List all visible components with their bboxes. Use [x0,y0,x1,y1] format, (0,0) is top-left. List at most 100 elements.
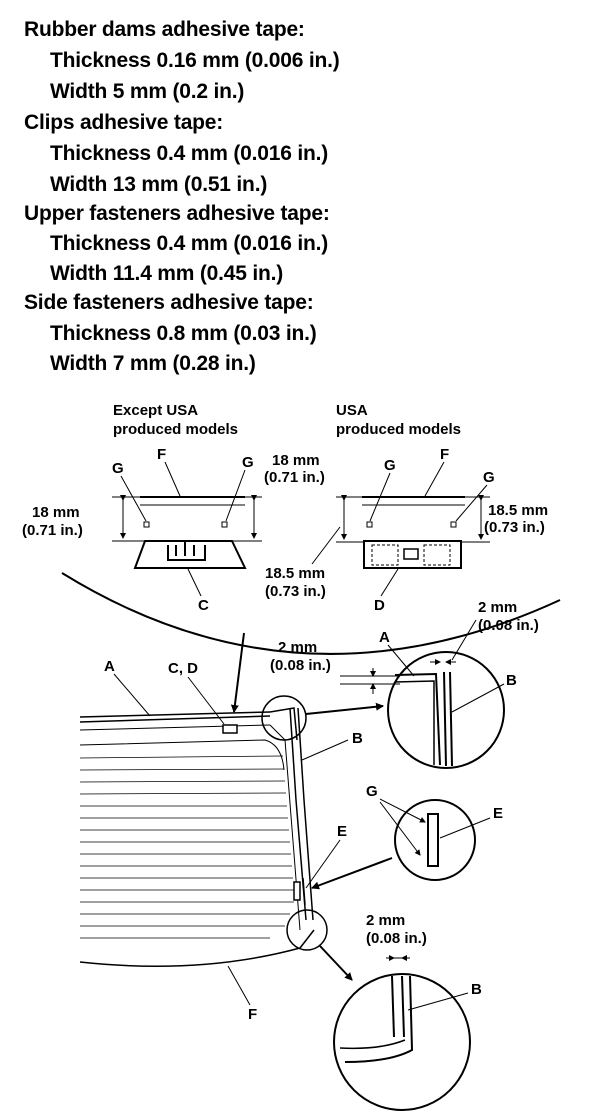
top-molding-inner [79,715,271,723]
leader-g-right [455,484,488,522]
molding-b-left [391,975,395,1038]
glass-bottom-corner [299,929,315,949]
fastener-marker-g-right [221,521,228,528]
spec-width-side-fasteners: Width 7 mm (0.28 in.) [50,352,256,375]
leader-f [424,461,445,497]
callout-e-zoom: E [493,805,503,822]
clip-d-pad-right [423,544,451,566]
detail-separator-curve [61,572,561,655]
fastener-e-rail [302,877,306,906]
defrost-border [79,739,285,771]
arrow-to-zoom-fastener [311,857,393,890]
clip-d-center [403,548,419,560]
leader-g-left [120,475,147,522]
callout-cd-main: C, D [168,660,198,677]
spec-width-clips: Width 13 mm (0.51 in.) [50,173,268,196]
spec-heading-side-fasteners: Side fasteners adhesive tape: [24,291,314,314]
callout-e-main: E [337,823,347,840]
leader-e-zoom [439,817,491,839]
leader-b-zoom-bottom [407,992,469,1011]
leader-a-zoom [387,644,415,677]
molding-b-inner [449,671,453,767]
label-except-usa-line2: produced models [113,421,238,438]
arrow-to-zoom-bottom [319,945,353,981]
fastener-marker-g-left [366,521,373,528]
top-molding-outer [79,711,271,718]
molding-b-outer [443,671,447,767]
callout-g-zoom: G [366,783,378,800]
glass-edge-inner [339,1039,406,1050]
glass-corner-outer [394,672,441,766]
glass-top-edge [79,724,271,731]
fastener-marker-g-right [450,521,457,528]
callout-g-left: G [384,457,396,474]
spec-thickness-rubber-dams: Thickness 0.16 mm (0.006 in.) [50,49,340,72]
leader-c [187,568,202,597]
dim-2mm-zoom-left: 2 mm [278,639,317,656]
leader-cd-main [187,676,225,725]
windshield-glass [79,707,315,967]
molding-b-right [401,975,405,1038]
spec-width-upper-fasteners: Width 11.4 mm (0.45 in.) [50,262,284,285]
label-except-usa-line1: Except USA [113,402,198,419]
leader-f-main [227,965,251,1006]
callout-d: D [374,597,385,614]
dim-008in-zoom-top-right: (0.08 in.) [478,617,539,634]
zoom-detail-top-corner [387,651,505,769]
callout-f: F [440,446,449,463]
clip-cd-on-glass [222,724,238,734]
leader-g-right [225,469,246,522]
dim-185mm-bottom: 18.5 mm [265,565,325,582]
zoom-detail-fastener-e [394,799,476,881]
zoom-circle-bottom-corner [286,909,328,951]
spec-heading-upper-fasteners: Upper fasteners adhesive tape: [24,202,330,225]
spec-thickness-clips: Thickness 0.4 mm (0.016 in.) [50,142,329,165]
spec-width-rubber-dams: Width 5 mm (0.2 in.) [50,80,245,103]
callout-f-main: F [248,1006,257,1023]
callout-a-main: A [104,658,115,675]
glass-bottom-edge [79,947,301,967]
leader-185-bottom [311,526,341,565]
dim-185mm-right: 18.5 mm [488,502,548,519]
detail-usa: USA produced models G F G D 18.5 mm (0.7… [265,402,548,614]
fastener-e [427,813,439,867]
detail-except-usa: Except USA produced models G F G C 18 mm… [22,402,325,614]
dim-073in-right: (0.73 in.) [484,519,545,536]
callout-g-left: G [112,460,124,477]
zoom-detail-bottom-corner [333,957,471,1111]
arrow-to-zoom-top [305,702,384,715]
label-usa-line1: USA [336,402,368,419]
leader-g-zoom-top [379,798,426,823]
clip-c-hooks [167,540,206,561]
callout-g-right: G [483,469,495,486]
zoom-circle-top-corner [261,695,307,741]
arrow-to-cd [230,632,245,713]
callout-g-right: G [242,454,254,471]
fastener-marker-g-left [143,521,150,528]
leader-d [380,568,399,597]
leader-f [164,461,181,497]
dim-008in-zoom-left: (0.08 in.) [270,657,331,674]
zoom-circle [333,973,471,1111]
leader-g-zoom-bottom [379,801,421,856]
callout-a-zoom: A [379,629,390,646]
leader-2mm-top-right [451,619,477,661]
leader-a-main [113,673,151,717]
leader-g-left [369,472,391,522]
clip-c-shape [133,540,247,569]
dim-008in-zoom-bottom: (0.08 in.) [366,930,427,947]
side-molding-inner [297,707,314,921]
callout-f: F [157,446,166,463]
clip-d-pad-left [371,544,399,566]
dim-073in-bottom: (0.73 in.) [265,583,326,600]
spec-heading-clips: Clips adhesive tape: [24,111,224,134]
dim-071in-left: (0.71 in.) [22,522,83,539]
spec-thickness-side-fasteners: Thickness 0.8 mm (0.03 in.) [50,322,317,345]
fastener-e-on-glass [293,881,301,901]
glass-corner-inner [394,680,435,765]
dim-18mm-right: 18 mm [272,452,320,469]
leader-b-main [301,739,349,761]
glass-edge-outer [344,975,414,1063]
callout-c: C [198,597,209,614]
